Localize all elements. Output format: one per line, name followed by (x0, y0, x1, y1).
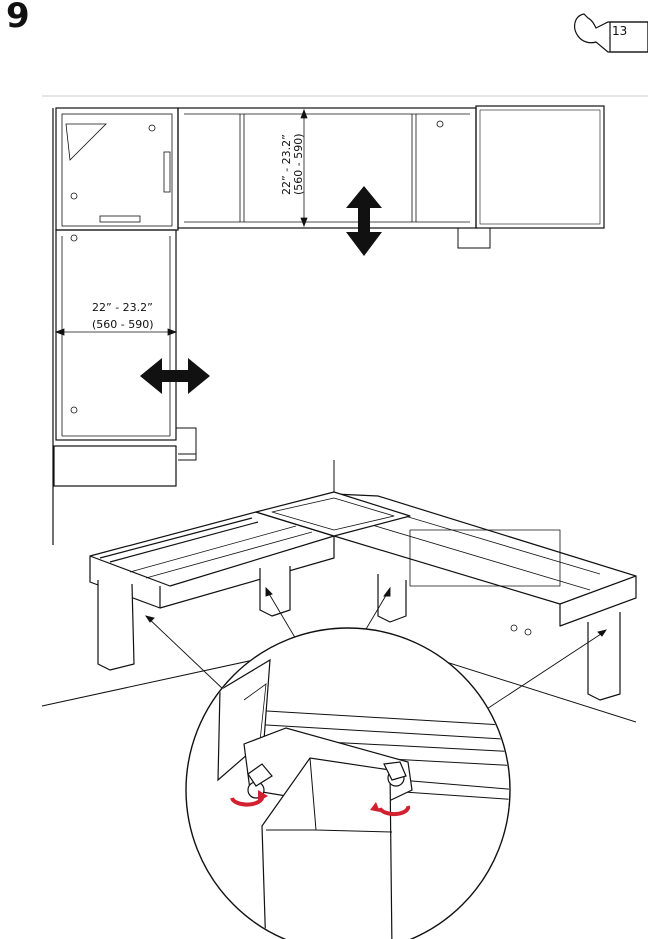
bottom-end-panel (53, 445, 177, 487)
corner-cabinet (55, 107, 179, 231)
step-number: 9 (6, 0, 30, 36)
detail-pointers (144, 586, 608, 721)
wrench-icon (574, 13, 648, 53)
vertical-dimension (300, 108, 308, 228)
horizontal-dimension-mm: (560 - 590) (92, 318, 154, 331)
top-cabinet-run (177, 107, 477, 229)
horizontal-dimension-inches: 22” - 23.2” (92, 301, 153, 314)
vertical-dimension-mm: (560 - 590) (292, 133, 305, 195)
frame-view (41, 460, 637, 723)
horizontal-dimension (54, 328, 178, 336)
detail-circle (185, 627, 511, 939)
tool-size-label: 13 (612, 24, 628, 38)
vertical-dimension-inches: 22” - 23.2” (280, 134, 293, 195)
adjust-arrow-horizontal (140, 358, 210, 394)
left-cabinet-run (55, 229, 177, 441)
adjust-arrow-vertical (346, 186, 382, 256)
end-panel (475, 105, 605, 229)
plan-view (52, 105, 605, 545)
